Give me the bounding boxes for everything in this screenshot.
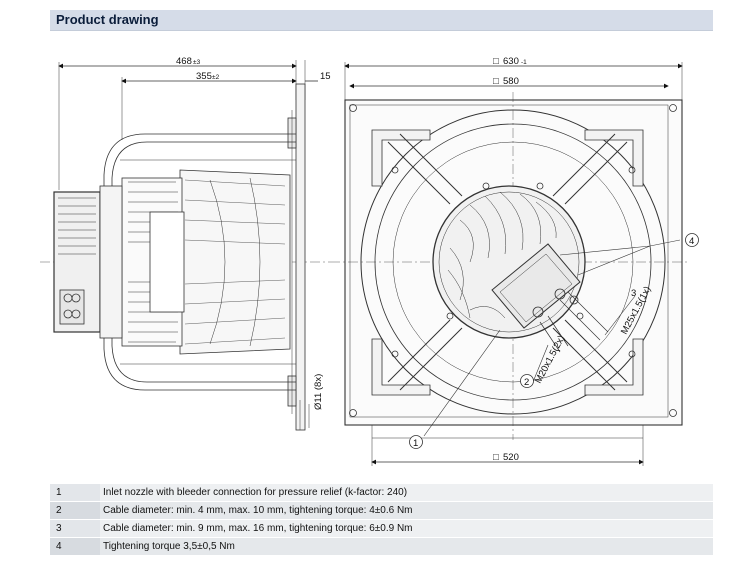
dim-depth: 355 (196, 71, 212, 82)
legend-number: 2 (50, 501, 100, 520)
dim-bot: 520 (503, 452, 519, 463)
dim-mid-symbol: □ (493, 76, 499, 87)
legend-text: Inlet nozzle with bleeder connection for… (100, 484, 713, 502)
callout-4: 4 (685, 233, 699, 247)
section-header: Product drawing (50, 10, 713, 31)
legend-number: 1 (50, 484, 100, 502)
legend-text: Cable diameter: min. 9 mm, max. 16 mm, t… (100, 519, 713, 538)
front-view (330, 62, 690, 466)
dim-top: 630 (503, 56, 519, 67)
dim-bot-symbol: □ (493, 452, 499, 463)
svg-text:3: 3 (631, 288, 636, 299)
dim-mount-holes: Ø11 (8x) (313, 374, 324, 410)
legend-number: 4 (50, 537, 100, 556)
dim-overall-width: 468 (176, 56, 192, 67)
dim-mid: 580 (503, 76, 519, 87)
dim-top-tolerance: -1 (521, 59, 527, 66)
section-title: Product drawing (56, 12, 159, 27)
side-view (40, 60, 330, 431)
product-drawing: 468 ±3 355 ±2 15 Ø11 (8x) (40, 56, 699, 466)
legend-text: Cable diameter: min. 4 mm, max. 10 mm, t… (100, 501, 713, 520)
dim-flange: 15 (320, 71, 331, 82)
callout-3: 3 (631, 288, 636, 299)
svg-text:1: 1 (413, 438, 418, 449)
legend-number: 3 (50, 519, 100, 538)
callout-2: 2 (520, 374, 534, 388)
callout-1: 1 (409, 435, 423, 449)
dim-depth-tolerance: ±2 (212, 74, 220, 81)
svg-text:4: 4 (689, 236, 694, 247)
svg-text:2: 2 (524, 377, 529, 388)
legend-text: Tightening torque 3,5±0,5 Nm (100, 537, 713, 556)
dim-top-symbol: □ (493, 56, 499, 67)
dim-overall-tolerance: ±3 (193, 59, 201, 66)
